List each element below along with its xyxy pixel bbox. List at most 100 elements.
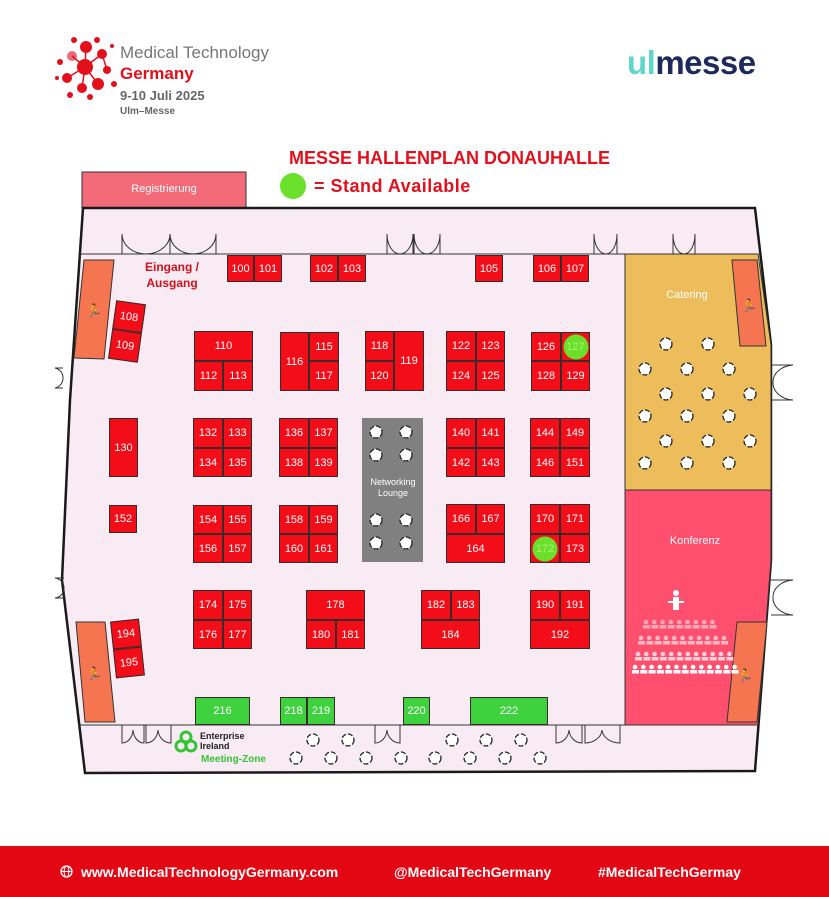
door-icon[interactable] [54, 577, 65, 599]
booth-112[interactable]: 112 [194, 361, 223, 391]
booth-171[interactable]: 171 [560, 504, 590, 534]
booth-142[interactable]: 142 [446, 448, 476, 477]
catering-area[interactable] [624, 253, 772, 491]
booth-132[interactable]: 132 [193, 418, 223, 448]
booth-149[interactable]: 149 [560, 418, 590, 448]
booth-144[interactable]: 144 [530, 418, 560, 448]
booth-155[interactable]: 155 [223, 505, 252, 534]
booth-138[interactable]: 138 [279, 448, 309, 477]
booth-173[interactable]: 173 [560, 534, 590, 563]
door-icon[interactable] [386, 233, 414, 255]
booth-191[interactable]: 191 [560, 590, 590, 620]
door-icon[interactable] [584, 725, 621, 744]
booth-183[interactable]: 183 [451, 590, 480, 620]
booth-172[interactable]: 172 [530, 534, 560, 563]
booth-120[interactable]: 120 [365, 361, 394, 391]
booth-117[interactable]: 117 [309, 361, 339, 391]
booth-154[interactable]: 154 [193, 505, 223, 534]
registrierung-area[interactable] [81, 171, 247, 209]
door-icon[interactable] [121, 725, 145, 744]
booth-216[interactable]: 216 [195, 697, 250, 725]
booth-184[interactable]: 184 [421, 620, 480, 649]
booth-number: 125 [481, 370, 500, 382]
booth-125[interactable]: 125 [476, 361, 505, 391]
booth-220[interactable]: 220 [403, 697, 430, 725]
door-icon[interactable] [169, 233, 217, 255]
door-icon[interactable] [145, 725, 172, 744]
booth-140[interactable]: 140 [446, 418, 476, 448]
booth-102[interactable]: 102 [310, 255, 338, 282]
booth-118[interactable]: 118 [365, 331, 394, 361]
door-icon[interactable] [121, 233, 171, 255]
booth-110[interactable]: 110 [194, 331, 253, 361]
booth-180[interactable]: 180 [306, 620, 336, 649]
booth-108[interactable]: 108 [112, 300, 146, 334]
booth-181[interactable]: 181 [336, 620, 365, 649]
booth-158[interactable]: 158 [279, 505, 309, 534]
booth-103[interactable]: 103 [338, 255, 366, 282]
booth-170[interactable]: 170 [530, 504, 560, 534]
booth-123[interactable]: 123 [476, 331, 505, 361]
door-icon[interactable] [54, 367, 64, 389]
booth-195[interactable]: 195 [113, 646, 145, 679]
booth-164[interactable]: 164 [446, 534, 505, 563]
booth-101[interactable]: 101 [254, 255, 282, 282]
booth-159[interactable]: 159 [309, 505, 338, 534]
door-icon[interactable] [374, 725, 401, 744]
door-icon[interactable] [555, 725, 583, 744]
booth-130[interactable]: 130 [109, 418, 138, 477]
booth-113[interactable]: 113 [223, 361, 253, 391]
booth-127[interactable]: 127 [561, 332, 590, 361]
booth-143[interactable]: 143 [476, 448, 505, 477]
booth-177[interactable]: 177 [223, 620, 252, 649]
booth-137[interactable]: 137 [309, 418, 338, 448]
booth-178[interactable]: 178 [306, 590, 365, 620]
booth-109[interactable]: 109 [108, 328, 142, 363]
social-handle[interactable]: @MedicalTechGermany [394, 864, 552, 880]
booth-174[interactable]: 174 [193, 590, 223, 620]
door-icon[interactable] [771, 579, 794, 616]
booth-160[interactable]: 160 [279, 534, 309, 563]
booth-116[interactable]: 116 [280, 332, 309, 391]
door-icon[interactable] [413, 233, 441, 255]
booth-152[interactable]: 152 [109, 505, 137, 533]
door-icon[interactable] [593, 233, 618, 255]
door-icon[interactable] [771, 364, 794, 401]
booth-167[interactable]: 167 [476, 504, 505, 534]
booth-128[interactable]: 128 [531, 361, 561, 391]
booth-106[interactable]: 106 [533, 255, 561, 282]
booth-115[interactable]: 115 [309, 332, 339, 361]
booth-192[interactable]: 192 [530, 620, 590, 649]
booth-107[interactable]: 107 [561, 255, 589, 282]
booth-157[interactable]: 157 [223, 534, 252, 563]
booth-136[interactable]: 136 [279, 418, 309, 448]
booth-146[interactable]: 146 [530, 448, 560, 477]
booth-222[interactable]: 222 [470, 697, 548, 725]
booth-161[interactable]: 161 [309, 534, 338, 563]
booth-219[interactable]: 219 [307, 697, 335, 725]
booth-194[interactable]: 194 [110, 618, 142, 650]
booth-218[interactable]: 218 [280, 697, 307, 725]
booth-105[interactable]: 105 [475, 255, 503, 282]
booth-141[interactable]: 141 [476, 418, 505, 448]
booth-119[interactable]: 119 [394, 331, 424, 391]
door-icon[interactable] [672, 233, 696, 255]
booth-156[interactable]: 156 [193, 534, 223, 563]
booth-176[interactable]: 176 [193, 620, 223, 649]
booth-175[interactable]: 175 [223, 590, 252, 620]
booth-139[interactable]: 139 [309, 448, 338, 477]
booth-135[interactable]: 135 [223, 448, 252, 477]
hashtag[interactable]: #MedicalTechGermay [598, 864, 741, 880]
booth-134[interactable]: 134 [193, 448, 223, 477]
booth-129[interactable]: 129 [561, 361, 590, 391]
booth-166[interactable]: 166 [446, 504, 476, 534]
booth-182[interactable]: 182 [421, 590, 451, 620]
booth-100[interactable]: 100 [227, 255, 254, 282]
website-link[interactable]: www.MedicalTechnologyGermany.com [81, 864, 339, 880]
booth-190[interactable]: 190 [530, 590, 560, 620]
booth-151[interactable]: 151 [560, 448, 590, 477]
booth-133[interactable]: 133 [223, 418, 252, 448]
booth-124[interactable]: 124 [446, 361, 476, 391]
booth-122[interactable]: 122 [446, 331, 476, 361]
booth-126[interactable]: 126 [531, 332, 561, 361]
